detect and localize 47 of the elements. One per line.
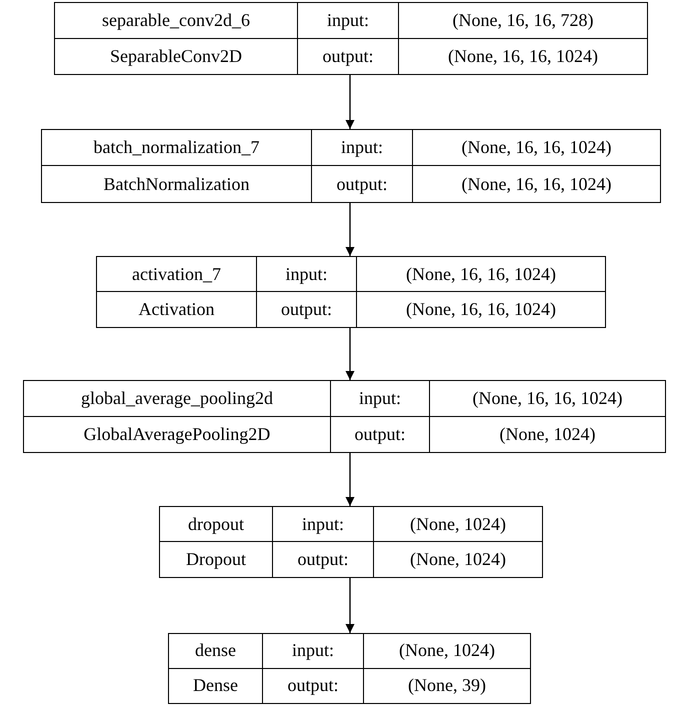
port-label: output: bbox=[287, 675, 338, 696]
port-label: input: bbox=[326, 10, 369, 31]
layer-name: global_average_pooling2d bbox=[81, 388, 273, 409]
layer-name: dense bbox=[195, 640, 236, 662]
port-label: output: bbox=[280, 299, 332, 320]
shape-value: (None, 16, 16, 1024) bbox=[406, 299, 556, 320]
layer-type: BatchNormalization bbox=[104, 174, 250, 194]
port-label: input: bbox=[358, 388, 401, 409]
layer-table bbox=[159, 506, 543, 578]
arrow bbox=[346, 328, 354, 380]
layer-name: separable_conv2d_6 bbox=[102, 10, 250, 31]
shape-value: (None, 16, 16, 1024) bbox=[448, 46, 598, 67]
layer-name: dropout bbox=[188, 514, 244, 534]
port-label: input: bbox=[340, 137, 383, 158]
shape-value: (None, 1024) bbox=[410, 514, 506, 534]
shape-value: (None, 16, 16, 1024) bbox=[462, 174, 612, 194]
layer-table bbox=[23, 380, 666, 453]
layer-type: Dense bbox=[193, 675, 238, 696]
arrow bbox=[346, 75, 354, 129]
port-label: output: bbox=[354, 424, 406, 445]
layer-type: Dropout bbox=[186, 549, 246, 570]
layer-name: activation_7 bbox=[132, 264, 221, 284]
shape-value: (None, 1024) bbox=[399, 640, 495, 662]
port-label: input: bbox=[292, 640, 334, 662]
layer-type: SeparableConv2D bbox=[110, 46, 242, 67]
arrow bbox=[346, 203, 354, 256]
port-label: output: bbox=[322, 46, 374, 67]
shape-value: (None, 1024) bbox=[500, 424, 596, 445]
layer-table bbox=[54, 2, 648, 75]
port-label: input: bbox=[302, 514, 344, 534]
shape-value: (None, 16, 16, 1024) bbox=[462, 137, 612, 158]
shape-value: (None, 16, 16, 1024) bbox=[406, 264, 556, 284]
arrow bbox=[346, 578, 354, 633]
layer-table bbox=[168, 633, 531, 704]
layer-type: Activation bbox=[138, 299, 214, 320]
layer-name: batch_normalization_7 bbox=[94, 137, 260, 158]
shape-value: (None, 16, 16, 728) bbox=[452, 10, 594, 31]
shape-value: (None, 39) bbox=[408, 675, 486, 696]
shape-value: (None, 1024) bbox=[410, 549, 506, 570]
layer-table bbox=[41, 129, 661, 203]
layer-table bbox=[96, 256, 606, 328]
layer-type: GlobalAveragePooling2D bbox=[84, 424, 270, 445]
port-label: output: bbox=[297, 549, 348, 570]
port-label: input: bbox=[285, 264, 328, 284]
shape-value: (None, 16, 16, 1024) bbox=[472, 388, 622, 409]
port-label: output: bbox=[336, 174, 388, 194]
arrow bbox=[346, 453, 354, 506]
